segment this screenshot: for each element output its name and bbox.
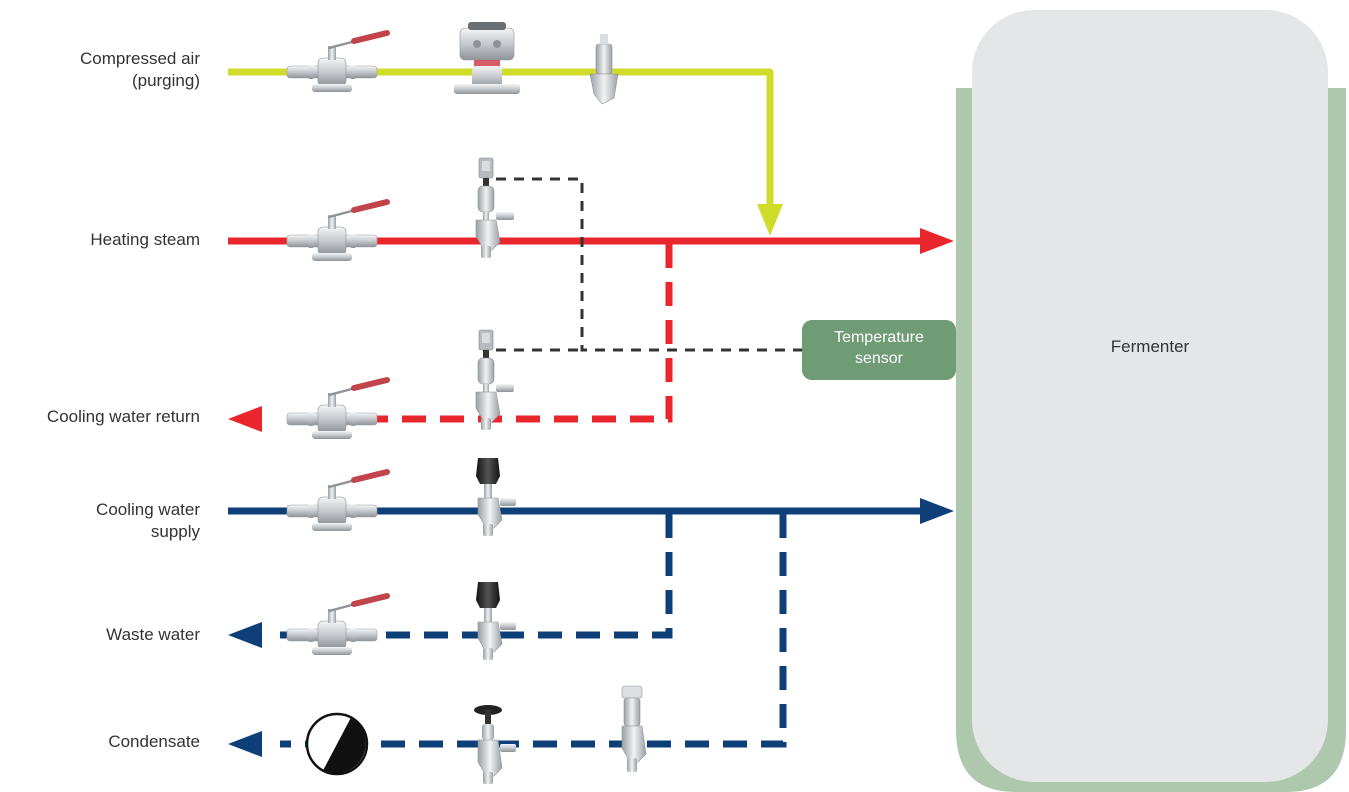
sight-glass-icon <box>305 712 369 776</box>
label-cooling-water-return: Cooling water return <box>0 406 200 428</box>
temperature-sensor-line1: Temperature <box>834 329 924 346</box>
ball-valve-icon <box>287 380 387 439</box>
cooling-water-supply-arrow <box>920 498 954 524</box>
handwheel-valve-icon <box>473 704 517 785</box>
waste-water-arrow <box>228 622 262 648</box>
angle-seat-valve-icon <box>475 581 517 661</box>
label-compressed-air-line2: (purging) <box>131 71 200 90</box>
fermenter-label: Fermenter <box>1110 337 1190 356</box>
compressed-air-arrow <box>757 204 783 236</box>
ball-valve-icon <box>287 202 387 261</box>
condensate-arrow <box>228 731 262 757</box>
label-heating-steam-line1: Heating steam <box>90 230 200 249</box>
label-cooling-water-return-line1: Cooling water return <box>46 407 200 426</box>
label-condensate: Condensate <box>0 731 200 753</box>
compressed-air-line <box>228 68 774 208</box>
label-cooling-water-supply: Cooling water supply <box>0 499 200 543</box>
fermenter-vessel <box>972 10 1328 782</box>
ball-valve-icon <box>287 596 387 655</box>
label-heating-steam: Heating steam <box>0 229 200 251</box>
temperature-sensor: Temperature sensor <box>802 320 956 380</box>
heating-steam-arrow <box>920 228 954 254</box>
cooling-water-return-arrow <box>228 406 262 432</box>
label-cooling-water-supply-line2: supply <box>150 522 200 541</box>
label-waste-water-line1: Waste water <box>106 625 200 644</box>
label-compressed-air-line1: Compressed air <box>80 49 200 68</box>
y-strainer-icon <box>589 34 619 105</box>
ball-valve-icon <box>287 33 387 92</box>
label-cooling-water-supply-line1: Cooling water <box>96 500 200 519</box>
label-waste-water: Waste water <box>0 624 200 646</box>
control-signal-line <box>496 177 802 352</box>
temperature-sensor-line2: sensor <box>854 350 904 367</box>
actuated-ball-valve-icon <box>454 22 520 94</box>
angle-seat-valve-icon <box>475 457 517 537</box>
control-valve-icon <box>475 329 515 431</box>
label-condensate-line1: Condensate <box>108 732 200 751</box>
label-compressed-air: Compressed air (purging) <box>0 48 200 92</box>
cooling-water-return-line <box>280 244 673 423</box>
steam-trap-icon <box>621 685 647 773</box>
ball-valve-icon <box>287 472 387 531</box>
condensate-line <box>280 514 787 748</box>
waste-water-line <box>280 514 673 639</box>
